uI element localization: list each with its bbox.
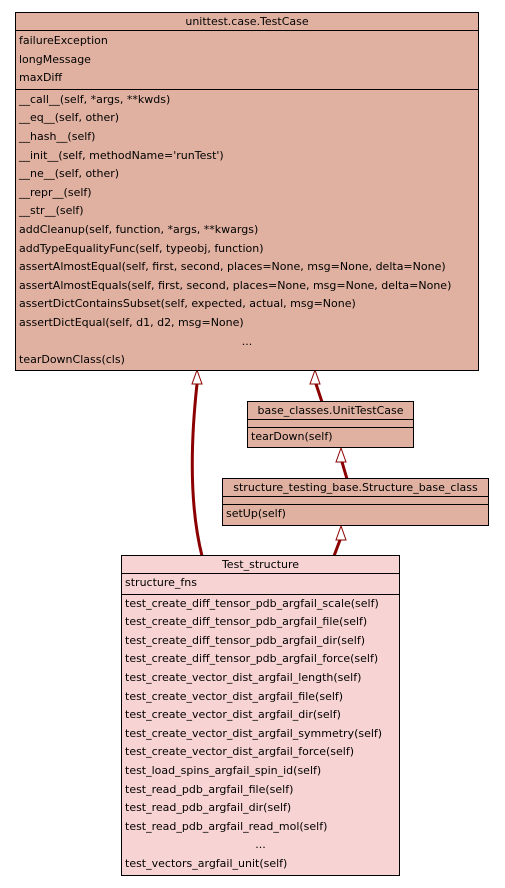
class-testcase-methods: __call__(self, *args, **kwds) __eq__(sel… [16, 90, 478, 371]
method: __ne__(self, other) [19, 167, 120, 181]
class-unittestcase-methods: tearDown(self) [248, 428, 413, 447]
method: test_vectors_argfail_unit(self) [125, 856, 288, 870]
method: __str__(self) [19, 204, 84, 218]
class-test-structure-attributes: structure_fns [122, 574, 399, 595]
class-unittestcase-attributes [248, 420, 413, 428]
arrowhead-structure-base [335, 524, 347, 541]
method: assertDictEqual(self, d1, d2, msg=None) [19, 315, 244, 329]
edge-test-structure-to-testcase [190, 383, 204, 557]
edge-unittestcase-to-testcase [314, 383, 324, 403]
method: assertAlmostEquals(self, first, second, … [19, 278, 452, 292]
method: tearDown(self) [251, 430, 333, 443]
method: test_create_vector_dist_argfail_force(se… [125, 745, 355, 759]
method: test_create_diff_tensor_pdb_argfail_dir(… [125, 633, 365, 647]
method: __hash__(self) [19, 129, 96, 143]
method: test_read_pdb_argfail_file(self) [125, 782, 294, 796]
class-testcase-title: unittest.case.TestCase [16, 13, 478, 31]
method: test_create_diff_tensor_pdb_argfail_file… [125, 615, 368, 629]
method: __eq__(self, other) [19, 111, 120, 125]
method: __repr__(self) [19, 185, 92, 199]
arrowhead-unittestcase [335, 446, 347, 463]
method: __call__(self, *args, **kwds) [19, 92, 171, 106]
attribute: structure_fns [125, 576, 197, 589]
method: test_create_diff_tensor_pdb_argfail_forc… [125, 652, 379, 666]
method: test_create_vector_dist_argfail_dir(self… [125, 708, 341, 722]
method: test_create_diff_tensor_pdb_argfail_scal… [125, 596, 379, 610]
class-test-structure-title: Test_structure [122, 556, 399, 574]
class-structure-base-methods: setUp(self) [223, 505, 488, 524]
method: tearDownClass(cls) [19, 353, 125, 367]
method: test_read_pdb_argfail_read_mol(self) [125, 819, 328, 833]
class-testcase: unittest.case.TestCase failureException … [15, 12, 479, 371]
method: test_read_pdb_argfail_dir(self) [125, 801, 292, 815]
method: test_create_vector_dist_argfail_length(s… [125, 670, 362, 684]
edge-structure-base-to-unittestcase [340, 461, 349, 480]
class-test-structure: Test_structure structure_fns test_create… [121, 555, 400, 876]
class-testcase-attributes: failureException longMessage maxDiff [16, 31, 478, 90]
method: setUp(self) [226, 507, 286, 520]
method: addTypeEqualityFunc(self, typeobj, funct… [19, 241, 264, 255]
class-unittestcase-title: base_classes.UnitTestCase [248, 402, 413, 420]
method: test_create_vector_dist_argfail_file(sel… [125, 689, 344, 703]
arrowhead-testcase-left [191, 368, 203, 385]
class-unittestcase: base_classes.UnitTestCase tearDown(self) [247, 401, 414, 448]
method-ellipsis: ... [241, 334, 253, 348]
method: __init__(self, methodName='runTest') [19, 148, 224, 162]
method: assertDictContainsSubset(self, expected,… [19, 297, 356, 311]
class-structure-base-title: structure_testing_base.Structure_base_cl… [223, 479, 488, 497]
attribute: failureException [19, 34, 108, 47]
attribute: maxDiff [19, 71, 63, 85]
attribute: longMessage [19, 52, 91, 66]
arrowhead-testcase-right [309, 368, 321, 385]
method: assertAlmostEqual(self, first, second, p… [19, 260, 446, 274]
method: test_load_spins_argfail_spin_id(self) [125, 763, 322, 777]
method-ellipsis: ... [255, 838, 266, 852]
edge-test-structure-to-structure-base [332, 539, 342, 557]
method: addCleanup(self, function, *args, **kwar… [19, 222, 259, 236]
method: test_create_vector_dist_argfail_symmetry… [125, 726, 383, 740]
class-structure-base: structure_testing_base.Structure_base_cl… [222, 478, 489, 526]
class-structure-base-attributes [223, 497, 488, 505]
class-test-structure-methods: test_create_diff_tensor_pdb_argfail_scal… [122, 595, 399, 874]
